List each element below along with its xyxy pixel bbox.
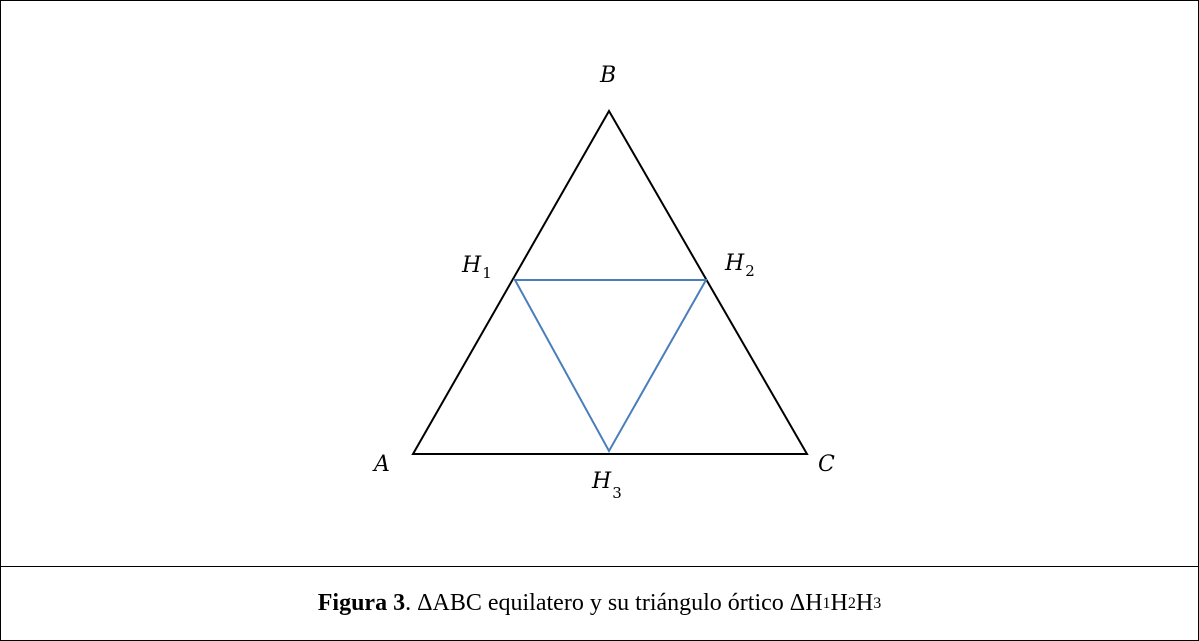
vertex-label-h2: H2 <box>724 251 755 280</box>
caption-separator: . <box>405 590 418 616</box>
orthic-triangle <box>513 279 708 454</box>
vertex-label-b: B <box>599 63 616 88</box>
vertex-label-a: A <box>372 452 390 477</box>
caption-h3: H <box>855 590 874 616</box>
caption-figure-number: Figura 3 <box>317 590 406 616</box>
vertex-label-c: C <box>818 452 835 477</box>
figure-caption: Figura 3. ΔABC equilatero y su triángulo… <box>317 590 882 616</box>
caption-divider <box>0 566 1199 567</box>
triangle-abc <box>411 108 809 455</box>
vertex-label-h1: H1 <box>461 253 492 282</box>
vertex-label-h3: H3 <box>591 469 622 502</box>
triangle-diagram: B A C H1 H2 H3 <box>372 63 835 502</box>
caption-h2: H <box>830 590 848 616</box>
caption-text: ΔABC equilatero y su triángulo órtico ΔH <box>417 590 823 616</box>
